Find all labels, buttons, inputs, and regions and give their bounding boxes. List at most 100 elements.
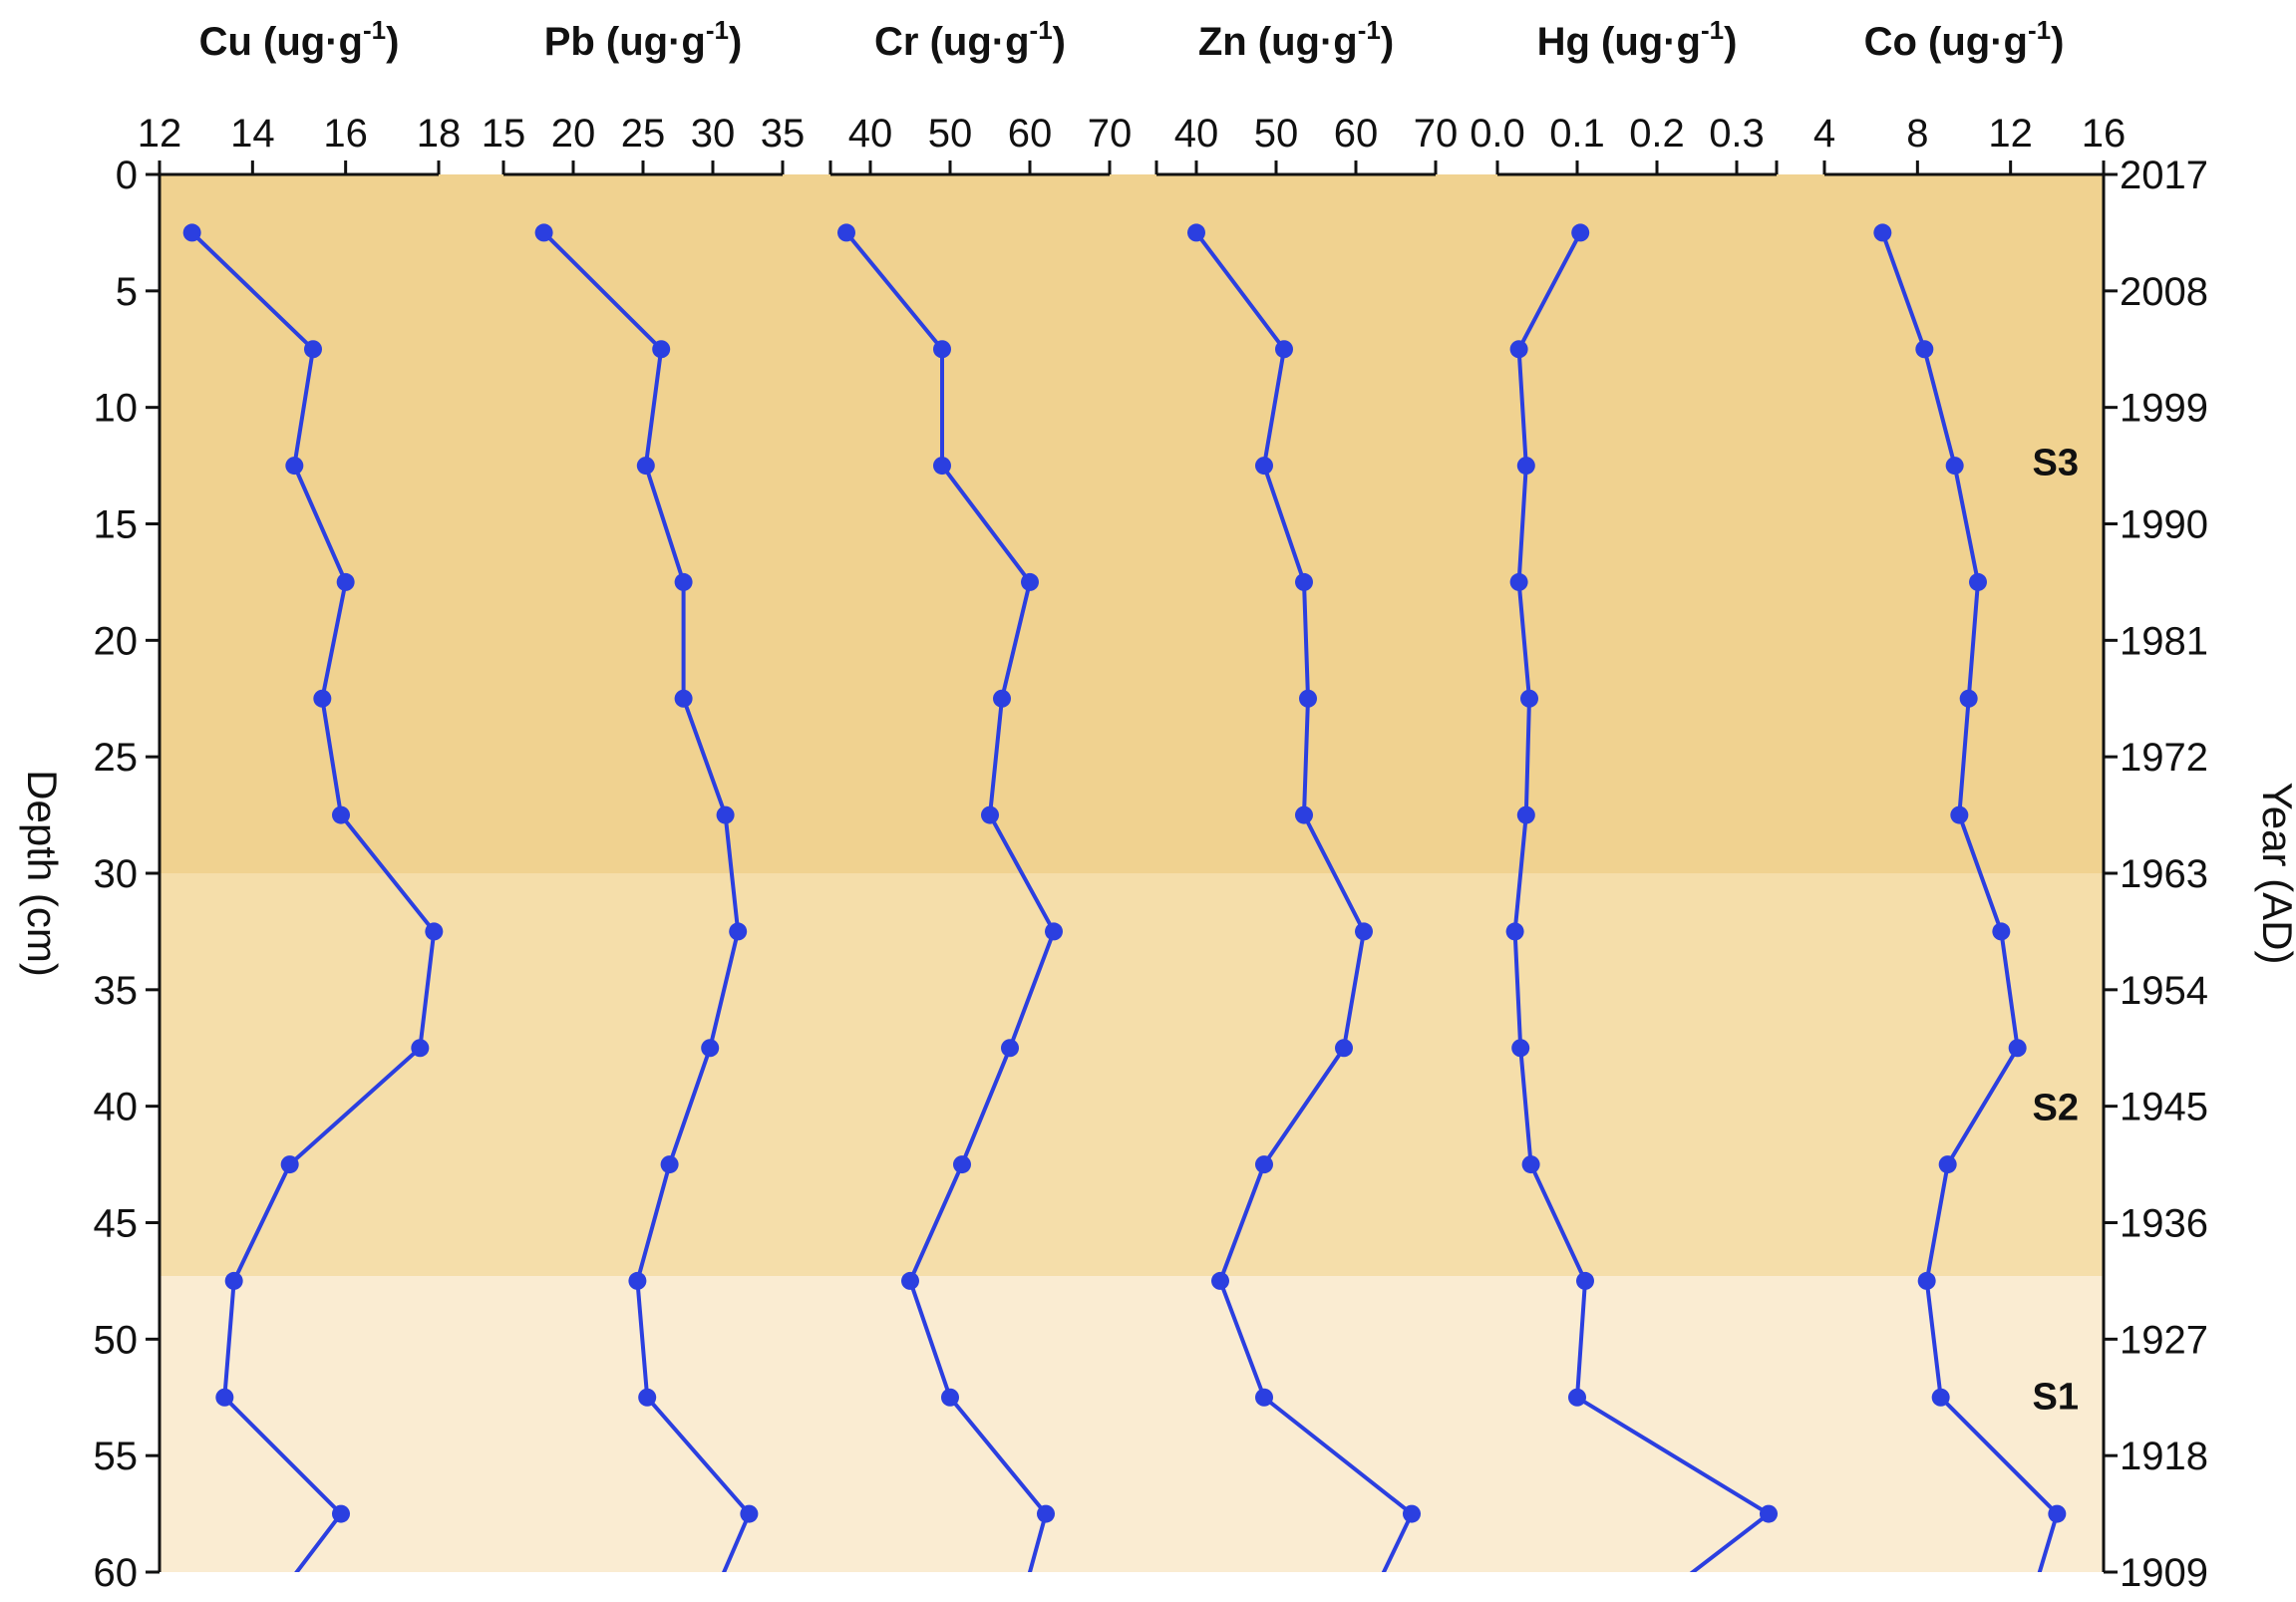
- cr-data-point: [933, 457, 951, 476]
- cr-tick-label: 40: [848, 112, 893, 156]
- zn-data-point: [1255, 1155, 1273, 1174]
- zone-band-s2: [160, 873, 2104, 1277]
- hg-data-point: [1568, 1388, 1586, 1407]
- year-tick-label: 1990: [2120, 503, 2208, 547]
- pb-data-point: [674, 689, 693, 708]
- zn-data-point: [1211, 1271, 1229, 1290]
- cu-data-point: [215, 1388, 234, 1407]
- zn-tick-label: 60: [1334, 112, 1379, 156]
- hg-data-point: [1509, 340, 1528, 359]
- depth-tick-label: 20: [94, 619, 139, 663]
- co-data-point: [1938, 1155, 1957, 1174]
- co-title-superscript: -1: [2028, 15, 2051, 45]
- cu-data-point: [332, 805, 350, 824]
- depth-tick-label: 15: [94, 503, 139, 547]
- cu-data-point: [280, 1155, 299, 1174]
- cu-data-point: [182, 223, 201, 242]
- depth-tick-label: 40: [94, 1086, 139, 1129]
- year-axis-title: Year (AD): [2254, 783, 2296, 965]
- cr-tick-label: 50: [928, 112, 973, 156]
- co-title-end: ): [2051, 20, 2064, 64]
- hg-tick-label: 0.2: [1629, 112, 1685, 156]
- zn-data-point: [1295, 572, 1313, 591]
- hg-panel-title: Hg (ug·g-1): [1537, 15, 1738, 64]
- depth-tick-label: 0: [116, 154, 138, 197]
- cr-data-point: [953, 1155, 971, 1174]
- depth-tick-label: 50: [94, 1318, 139, 1362]
- year-tick-label: 1909: [2120, 1551, 2208, 1595]
- zone-band-s1: [160, 1276, 2104, 1572]
- co-data-point: [1931, 1388, 1950, 1407]
- pb-tick-label: 20: [551, 112, 596, 156]
- cr-data-point: [901, 1271, 919, 1290]
- depth-tick-label: 10: [94, 387, 139, 431]
- cr-data-point: [1021, 572, 1039, 591]
- depth-tick-label: 5: [116, 270, 138, 314]
- zn-data-point: [1295, 805, 1313, 824]
- pb-data-point: [638, 1388, 657, 1407]
- co-tick-label: 16: [2082, 112, 2127, 156]
- cu-panel-title: Cu (ug·g-1): [199, 15, 400, 64]
- cu-data-point: [332, 1504, 350, 1523]
- cr-data-point: [993, 689, 1011, 708]
- zn-data-point: [1255, 457, 1273, 476]
- zn-data-point: [1299, 689, 1317, 708]
- co-panel-title: Co (ug·g-1): [1864, 15, 2065, 64]
- year-tick-label: 1945: [2120, 1086, 2208, 1129]
- hg-data-point: [1760, 1504, 1778, 1523]
- cu-title-end: ): [386, 20, 399, 64]
- cu-tick-label: 18: [417, 112, 462, 156]
- zn-data-point: [1335, 1039, 1353, 1058]
- cr-tick-label: 60: [1008, 112, 1053, 156]
- zone-label-s2: S2: [2033, 1088, 2079, 1129]
- cr-title-text: Cr (ug·g: [874, 20, 1030, 64]
- hg-data-point: [1571, 223, 1590, 242]
- cr-data-point: [837, 223, 855, 242]
- year-tick-label: 2008: [2120, 270, 2208, 314]
- year-tick-label: 1972: [2120, 736, 2208, 780]
- hg-data-point: [1511, 1039, 1530, 1058]
- pb-tick-label: 15: [482, 112, 526, 156]
- pb-tick-label: 30: [691, 112, 736, 156]
- depth-tick-label: 35: [94, 969, 139, 1013]
- hg-data-point: [1516, 805, 1535, 824]
- cr-data-point: [1001, 1039, 1019, 1058]
- co-data-point: [2008, 1039, 2027, 1058]
- co-data-point: [1950, 805, 1969, 824]
- hg-data-point: [1505, 922, 1524, 941]
- co-data-point: [1873, 223, 1892, 242]
- year-tick-label: 1981: [2120, 619, 2208, 663]
- pb-data-point: [716, 805, 735, 824]
- year-tick-label: 1999: [2120, 387, 2208, 431]
- zn-tick-label: 70: [1414, 112, 1459, 156]
- year-tick-label: 1954: [2120, 969, 2208, 1013]
- zn-title-superscript: -1: [1358, 15, 1381, 45]
- depth-tick-label: 30: [94, 852, 139, 896]
- cu-data-point: [336, 572, 355, 591]
- co-data-point: [1915, 340, 1934, 359]
- pb-title-superscript: -1: [706, 15, 729, 45]
- cr-title-end: ): [1053, 20, 1066, 64]
- cu-data-point: [304, 340, 322, 359]
- cu-tick-label: 16: [323, 112, 368, 156]
- hg-title-text: Hg (ug·g: [1537, 20, 1701, 64]
- hg-data-point: [1509, 572, 1528, 591]
- pb-data-point: [652, 340, 671, 359]
- zn-tick-label: 50: [1254, 112, 1299, 156]
- co-data-point: [1917, 1271, 1936, 1290]
- pb-data-point: [534, 223, 553, 242]
- zn-title-end: ): [1381, 20, 1394, 64]
- year-tick-label: 1936: [2120, 1202, 2208, 1246]
- pb-data-point: [740, 1504, 759, 1523]
- year-tick-label: 2017: [2120, 154, 2208, 197]
- cu-data-point: [313, 689, 332, 708]
- pb-panel-title: Pb (ug·g-1): [544, 15, 743, 64]
- cr-data-point: [933, 340, 951, 359]
- hg-tick-label: 0.0: [1470, 112, 1525, 156]
- zn-title-text: Zn (ug·g: [1198, 20, 1358, 64]
- co-title-text: Co (ug·g: [1864, 20, 2028, 64]
- cu-title-superscript: -1: [363, 15, 386, 45]
- pb-title-text: Pb (ug·g: [544, 20, 706, 64]
- zn-data-point: [1255, 1388, 1273, 1407]
